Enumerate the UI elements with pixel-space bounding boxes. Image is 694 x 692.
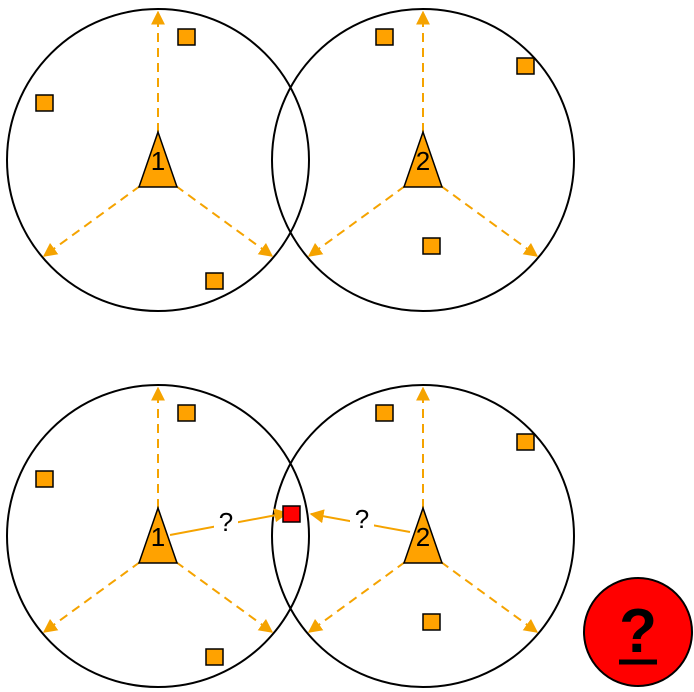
query-label-1: ?	[214, 507, 238, 537]
query-label-2: ?	[350, 504, 374, 534]
arrow-down-right	[440, 561, 539, 633]
contested-device-square-icon	[282, 505, 301, 523]
square-icon	[177, 404, 196, 422]
triangle-icon	[137, 505, 179, 564]
question-label: ?	[355, 504, 369, 534]
square-icon	[205, 648, 224, 666]
node-2-label: 2	[416, 522, 430, 552]
coverage-circle-2	[271, 8, 575, 312]
node-2: 2	[402, 505, 444, 564]
triangle-icon	[402, 129, 444, 188]
arrow-down-right	[175, 561, 274, 633]
triangle-icon	[402, 505, 444, 564]
coverage-circle-1	[6, 8, 310, 312]
square-icon	[422, 237, 441, 255]
question-label: ?	[219, 507, 233, 537]
coverage-circle-2	[271, 384, 575, 688]
square-icon	[35, 94, 54, 112]
square-icon	[375, 28, 394, 46]
node-2-range-arrows	[307, 10, 539, 257]
arrow-down-left	[42, 185, 141, 257]
bottom-scenario: ? ? 1 2	[6, 384, 575, 688]
question-badge: ?	[583, 577, 693, 687]
square-icon	[35, 470, 54, 488]
square-icon	[205, 272, 224, 290]
arrow-down-left	[42, 561, 141, 633]
top-scenario: 1 2	[6, 8, 575, 312]
node-2-label: 2	[416, 146, 430, 176]
coverage-circle-1	[6, 384, 310, 688]
arrow-down-right	[440, 185, 539, 257]
node-1-label: 1	[151, 522, 165, 552]
node-2: 2	[402, 129, 444, 188]
square-icon	[375, 404, 394, 422]
device-squares	[35, 28, 535, 290]
triangle-icon	[137, 129, 179, 188]
badge-question-mark: ?	[619, 597, 657, 666]
device-squares	[35, 404, 535, 666]
node-1-range-arrows	[42, 10, 274, 257]
node-1: 1	[137, 129, 179, 188]
square-icon	[177, 28, 196, 46]
arrow-down-right	[175, 185, 274, 257]
node-2-range-arrows	[307, 386, 539, 633]
arrow-down-left	[307, 185, 406, 257]
node-1: 1	[137, 505, 179, 564]
node-1-range-arrows	[42, 386, 274, 633]
square-icon	[516, 433, 535, 451]
square-icon	[422, 613, 441, 631]
square-icon	[516, 57, 535, 75]
node-1-label: 1	[151, 146, 165, 176]
arrow-down-left	[307, 561, 406, 633]
question-circle-icon	[583, 577, 693, 687]
